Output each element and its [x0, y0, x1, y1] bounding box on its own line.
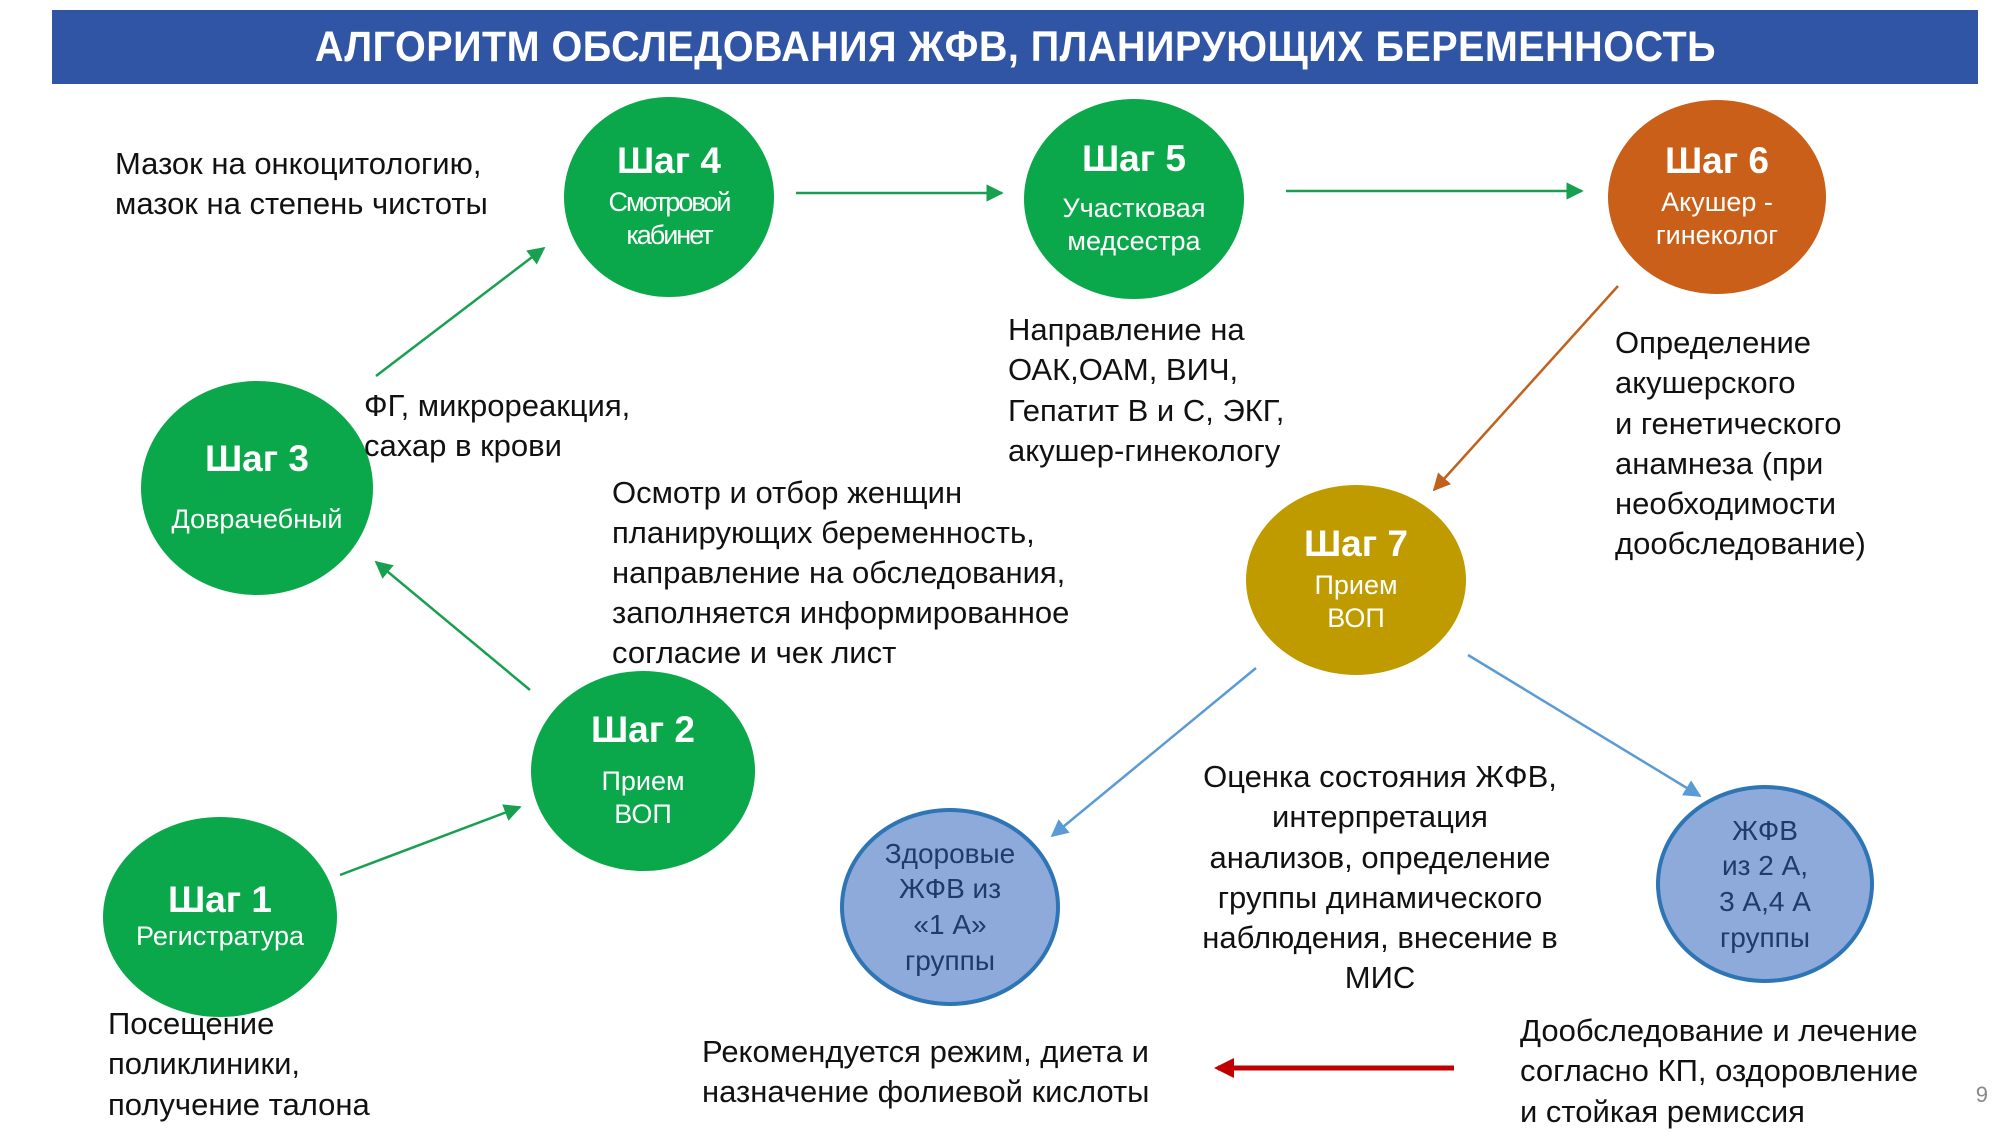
step6-circle: Шаг 6 Акушер - гинеколог — [1608, 100, 1826, 294]
step3-circle: Шаг 3 Доврачебный — [141, 381, 373, 595]
step4-circle: Шаг 4 Смотровой кабинет — [564, 97, 774, 297]
step6-title: Шаг 6 — [1664, 139, 1770, 181]
step2-note: Осмотр и отбор женщин планирующих береме… — [612, 475, 1070, 670]
step3-note: ФГ, микрореакция, сахар в крови — [364, 388, 631, 464]
arrow-step2-to-step3 — [374, 560, 531, 691]
step4-subtitle: Смотровой кабинет — [608, 186, 731, 251]
risk-group-note: Дообследование и лечение согласно КП, оз… — [1520, 1013, 1919, 1129]
step1-circle: Шаг 1 Регистратура — [103, 817, 337, 1017]
step7-note: Оценка состояния ЖФВ, интерпретация анал… — [1202, 759, 1558, 996]
step3-title: Шаг 3 — [204, 437, 310, 479]
step7-subtitle: Прием ВОП — [1314, 569, 1398, 634]
step5-circle: Шаг 5 Участковая медсестра — [1024, 99, 1244, 299]
arrow-step1-to-step2 — [339, 804, 522, 877]
step6-note: Определение акушерского и генетического … — [1615, 325, 1866, 562]
arrow-step7-to-healthy — [1050, 667, 1257, 838]
step1-title: Шаг 1 — [167, 878, 273, 920]
risk-group-circle: ЖФВ из 2 А, 3 А,4 А группы — [1656, 785, 1874, 983]
step5-title: Шаг 5 — [1081, 137, 1187, 179]
arrow-step3-to-step4 — [375, 246, 546, 377]
page-number: 9 — [1975, 1082, 1988, 1107]
step7-title: Шаг 7 — [1303, 522, 1409, 564]
step4-title: Шаг 4 — [616, 139, 722, 181]
step1-subtitle: Регистратура — [136, 921, 304, 952]
step3-subtitle: Доврачебный — [171, 504, 343, 535]
title-banner: АЛГОРИТМ ОБСЛЕДОВАНИЯ ЖФВ, ПЛАНИРУЮЩИХ Б… — [52, 10, 1978, 84]
page-title: АЛГОРИТМ ОБСЛЕДОВАНИЯ ЖФВ, ПЛАНИРУЮЩИХ Б… — [314, 22, 1716, 71]
step2-subtitle: Прием ВОП — [601, 765, 685, 830]
step5-subtitle: Участковая медсестра — [1062, 192, 1206, 257]
healthy-group-label: Здоровые ЖФВ из «1 А» группы — [884, 837, 1016, 976]
step7-circle: Шаг 7 Прием ВОП — [1246, 485, 1466, 675]
step1-note: Посещение поликлиники, получение талона — [108, 1006, 370, 1122]
arrow-step6-to-step7 — [1432, 285, 1619, 492]
step2-title: Шаг 2 — [590, 708, 696, 750]
healthy-group-note: Рекомендуется режим, диета и назначение … — [702, 1034, 1150, 1110]
step5-note: Направление на ОАК,ОАМ, ВИЧ, Гепатит В и… — [1008, 312, 1285, 468]
step4-note: Мазок на онкоцитологию, мазок на степень… — [115, 146, 488, 222]
healthy-group-circle: Здоровые ЖФВ из «1 А» группы — [840, 808, 1060, 1006]
risk-group-label: ЖФВ из 2 А, 3 А,4 А группы — [1719, 814, 1811, 953]
step2-circle: Шаг 2 Прием ВОП — [531, 671, 755, 871]
arrow-step7-to-risk — [1467, 653, 1702, 798]
step6-subtitle: Акушер - гинеколог — [1655, 186, 1779, 251]
